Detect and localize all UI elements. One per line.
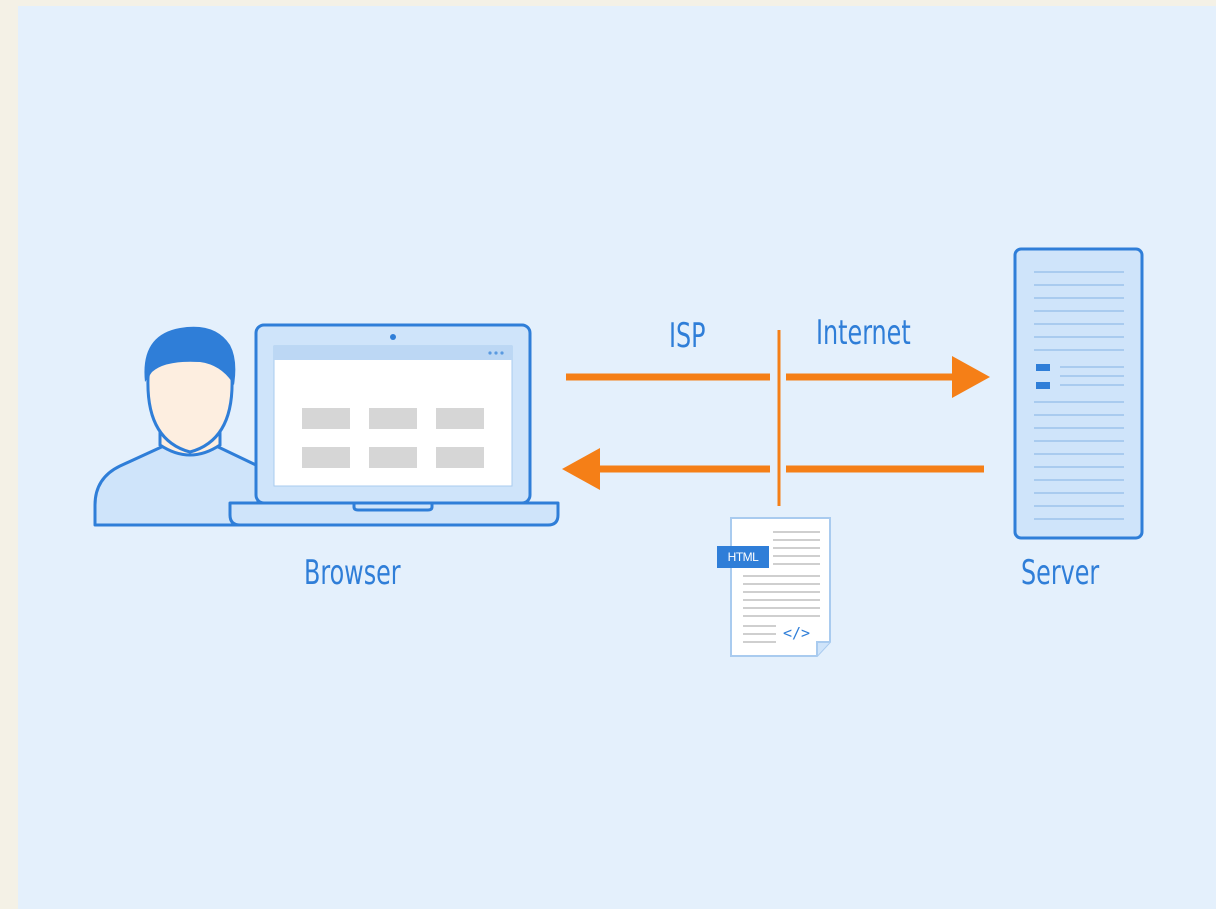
internet-label: Internet: [816, 313, 911, 353]
server-label: Server: [1021, 553, 1100, 593]
html-document-icon: [730, 517, 831, 657]
request-arrow: [566, 356, 990, 398]
html-tag-label: HTML: [717, 546, 769, 568]
code-symbol: </>: [783, 624, 811, 642]
isp-label: ISP: [669, 316, 706, 356]
user-icon: [93, 326, 260, 527]
laptop-icon: [228, 323, 560, 527]
server-icon: [1013, 247, 1144, 540]
browser-label: Browser: [304, 553, 401, 593]
response-arrow: [562, 448, 984, 490]
